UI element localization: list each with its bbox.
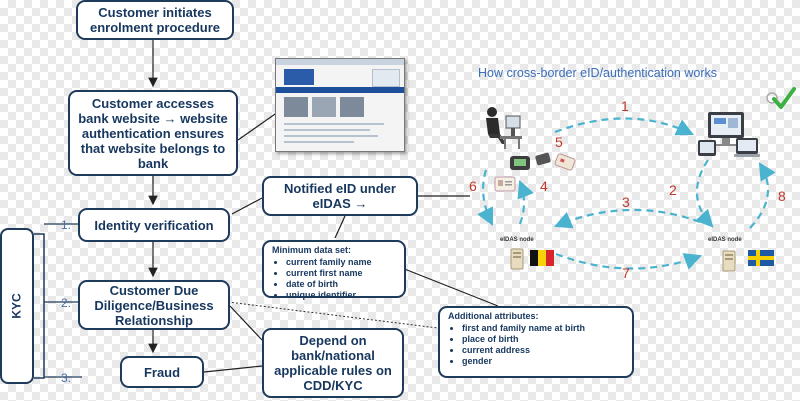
kyc-step-1: 1. xyxy=(61,218,72,232)
eidas-node-right-label: eIDAS node xyxy=(708,237,742,243)
server-icon xyxy=(510,248,524,270)
fraud-box: Fraud xyxy=(120,356,204,388)
min-data-item: date of birth xyxy=(286,279,396,290)
person-at-computer-icon xyxy=(486,107,522,149)
minimum-data-set-panel: Minimum data set: current family name cu… xyxy=(262,240,406,301)
additional-attributes-panel: Additional attributes: first and family … xyxy=(438,306,634,378)
server-icon xyxy=(722,250,736,272)
additional-attribute-item: place of birth xyxy=(462,334,624,345)
eidas-node-left-label: eIDAS node xyxy=(500,237,534,243)
step-8-label: 8 xyxy=(778,188,786,204)
additional-attributes-title: Additional attributes: xyxy=(448,311,539,321)
additional-attribute-item: first and family name at birth xyxy=(462,323,624,334)
bank-website-screenshot xyxy=(275,58,405,152)
kyc-step-3: 3. xyxy=(61,371,72,385)
kyc-label: KYC xyxy=(10,293,24,319)
min-data-item: unique identifier xyxy=(286,290,396,301)
step-3-label: 3 xyxy=(622,194,630,210)
identity-verification-box: Identity verification xyxy=(78,208,230,242)
cdd-box: Customer Due Diligence/Business Relation… xyxy=(78,280,230,330)
checkmark-icon xyxy=(766,87,796,109)
kyc-step-2: 2. xyxy=(61,296,72,310)
notified-eid-box: Notified eID under eIDAS → xyxy=(262,176,418,216)
min-data-item: current family name xyxy=(286,257,396,268)
additional-attribute-item: gender xyxy=(462,356,624,367)
id-card-icon xyxy=(494,176,516,192)
belgium-flag-icon xyxy=(530,250,554,266)
additional-attribute-item: current address xyxy=(462,345,624,356)
kyc-label-box: KYC xyxy=(0,228,34,384)
minimum-data-set-title: Minimum data set: xyxy=(272,245,352,255)
enrolment-box: Customer initiates enrolment procedure xyxy=(76,0,234,40)
min-data-item: current first name xyxy=(286,268,396,279)
step-7-label: 7 xyxy=(622,265,630,281)
sweden-flag-icon xyxy=(748,250,774,266)
card-reader-icon xyxy=(510,152,576,171)
step-1-label: 1 xyxy=(621,98,629,114)
step-2-label: 2 xyxy=(669,182,677,198)
step-4-label: 4 xyxy=(540,178,548,194)
bank-website-box: Customer accesses bank website → website… xyxy=(68,90,238,176)
step-6-label: 6 xyxy=(469,178,477,194)
depend-rules-box: Depend on bank/national applicable rules… xyxy=(262,328,404,398)
step-5-label: 5 xyxy=(555,134,563,150)
cross-border-title: How cross-border eID/authentication work… xyxy=(478,66,717,80)
devices-icon xyxy=(698,112,760,157)
